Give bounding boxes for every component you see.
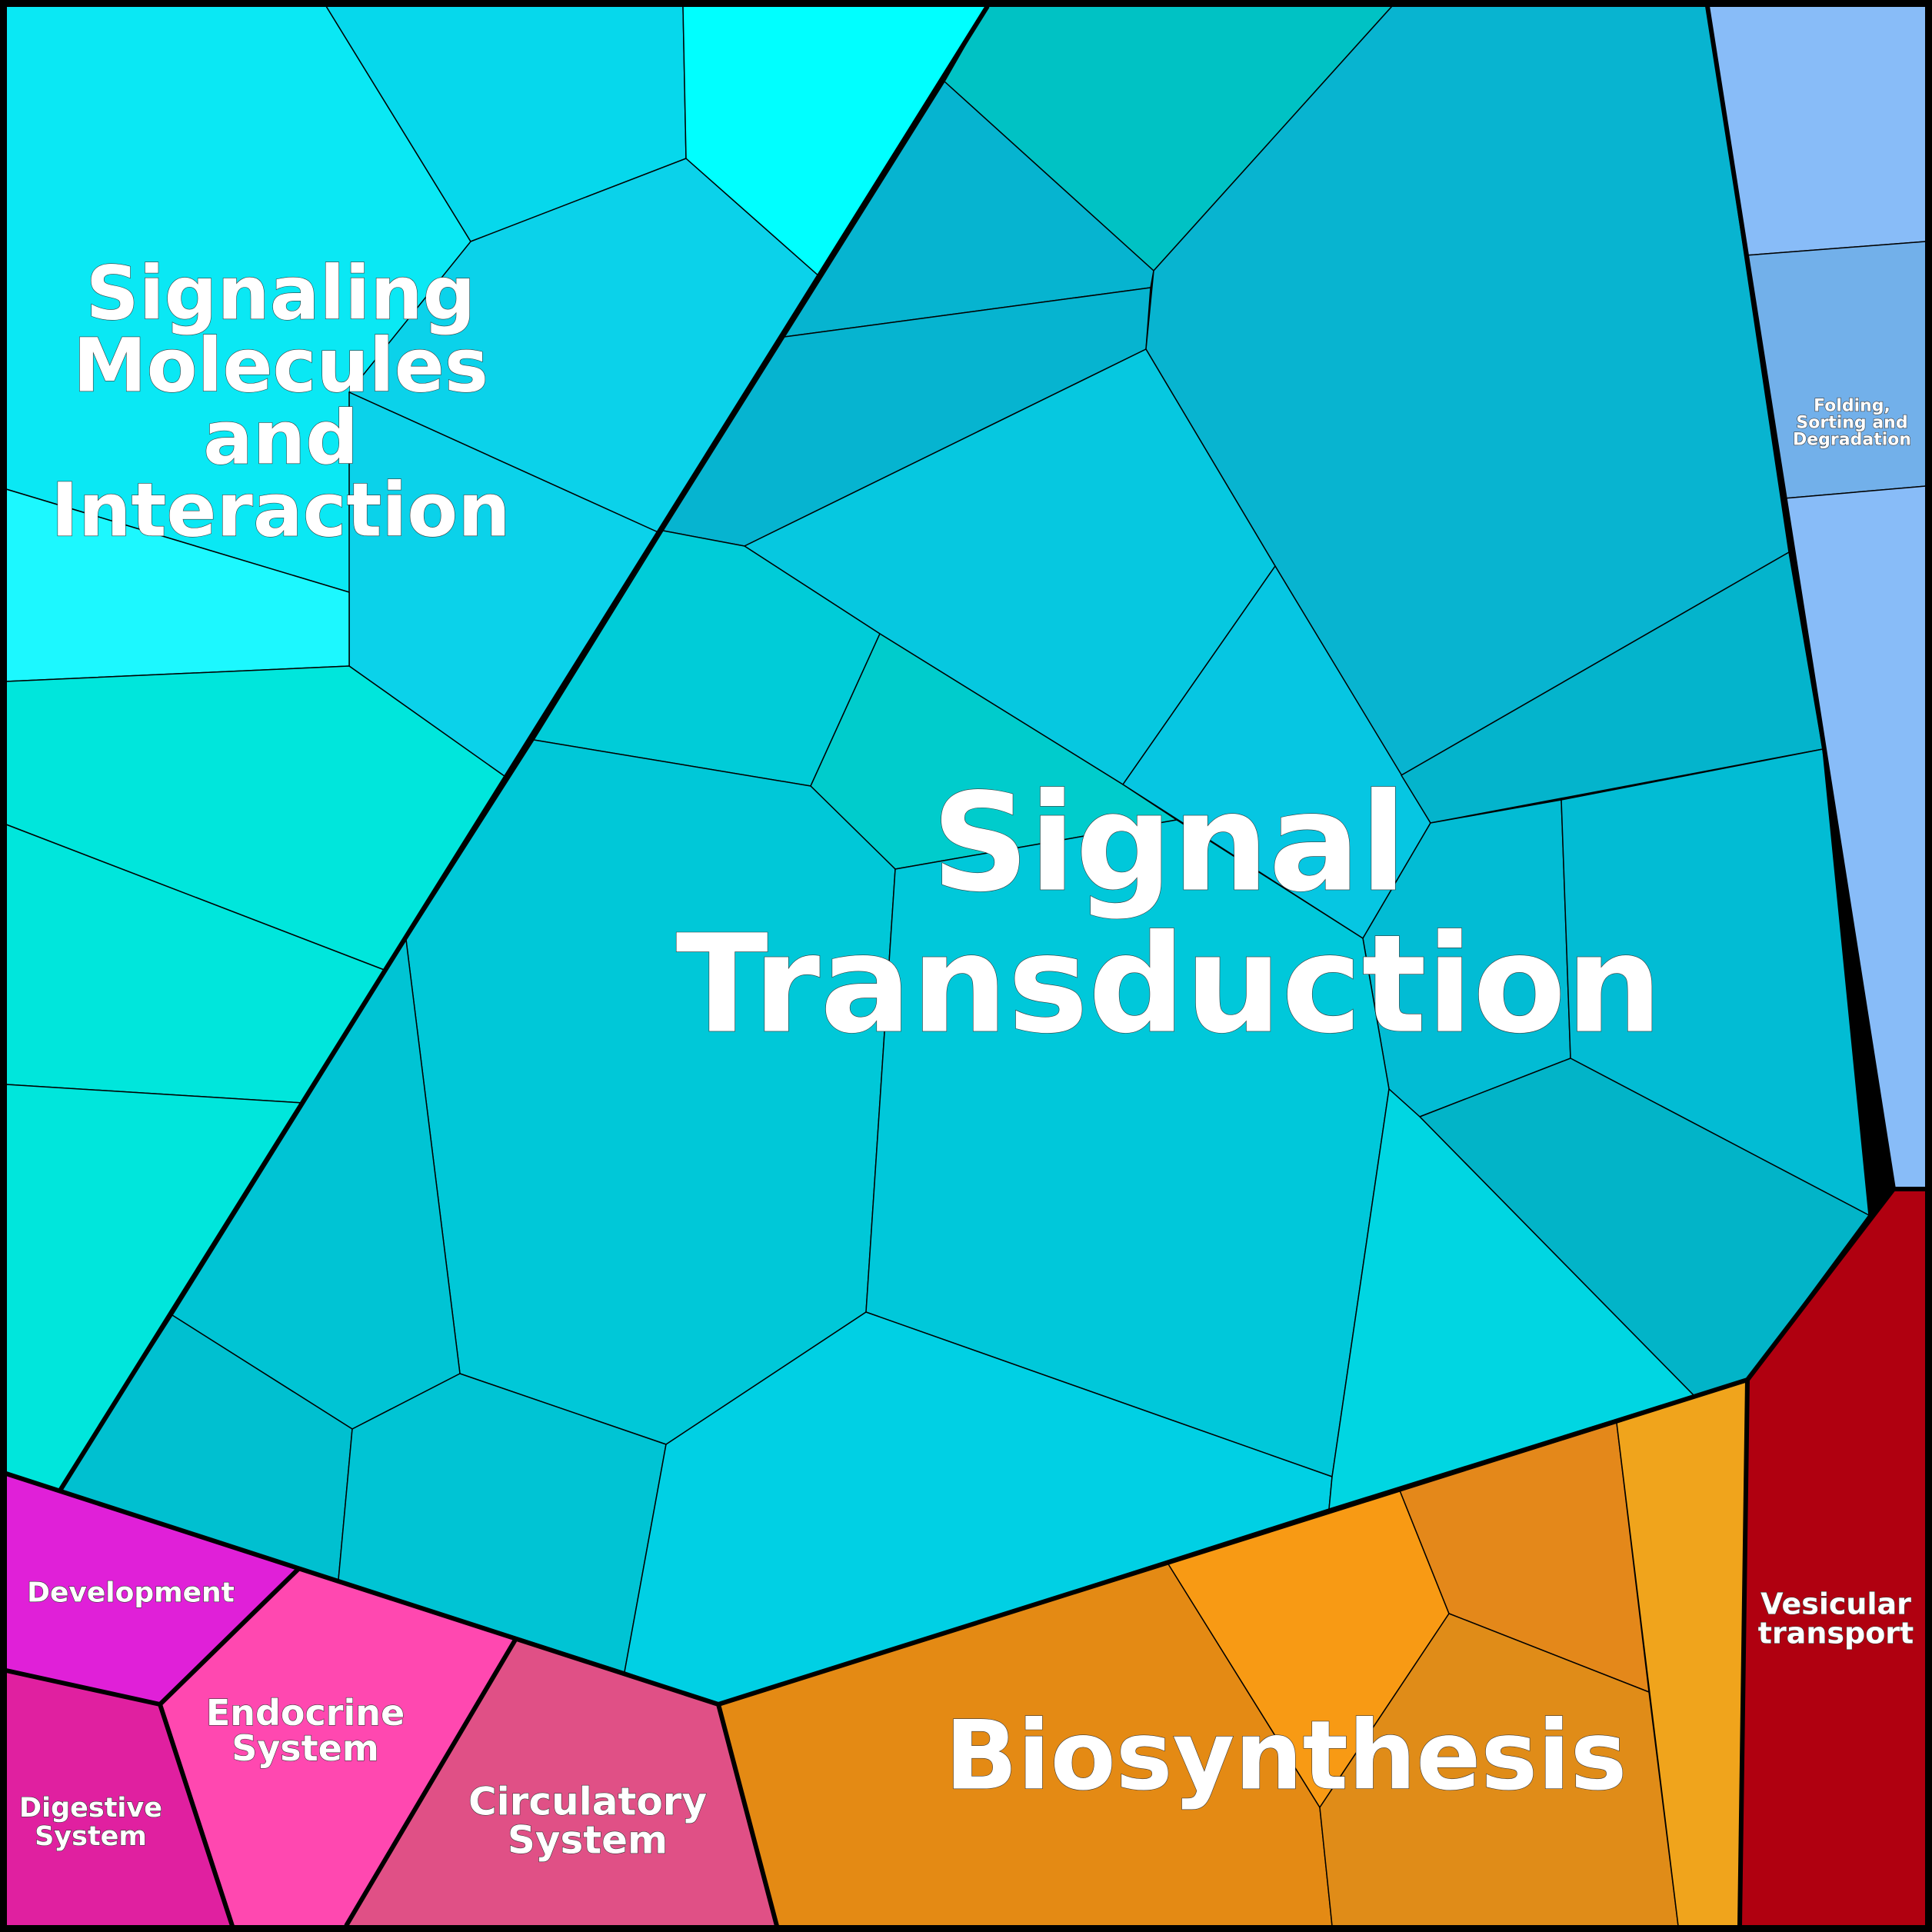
circulatory-system-line: System [508,1818,668,1863]
folding-sorting-line: Degradation [1793,431,1911,450]
endocrine-system-line: Endocrine [206,1692,405,1734]
group-signal-transduction[interactable] [59,5,1870,1705]
circulatory-system-line: Circulatory [468,1780,707,1824]
signaling-molecules-line: and [203,395,358,481]
digestive-system-line: Digestive [19,1793,162,1824]
group-folding-sorting[interactable] [1707,5,1927,1190]
signal-transduction-line: Transduction [676,906,1663,1064]
endocrine-system-line: System [232,1727,379,1769]
digestive-system-line: System [35,1821,147,1852]
signaling-molecules-line: Signaling [86,251,476,337]
folding-sorting-line: Sorting and [1796,414,1907,433]
vesicular-transport-line: Vesicular [1760,1587,1911,1621]
group-signaling-molecules[interactable] [5,5,988,1491]
biosynthesis-line: Biosynthesis [945,1700,1627,1811]
folding-sorting-line: Folding, [1814,397,1890,416]
signaling-molecules-line: Molecules [73,323,488,409]
label-development: Development [27,1577,235,1609]
label-biosynthesis: Biosynthesis [945,1700,1627,1811]
cell[interactable] [405,739,896,1445]
development-line: Development [27,1577,235,1609]
signaling-molecules-line: Interaction [51,468,510,554]
signal-transduction-line: Signal [931,764,1406,922]
vesicular-transport-line: transport [1758,1616,1914,1650]
group-biosynthesis[interactable] [718,1379,1748,1927]
